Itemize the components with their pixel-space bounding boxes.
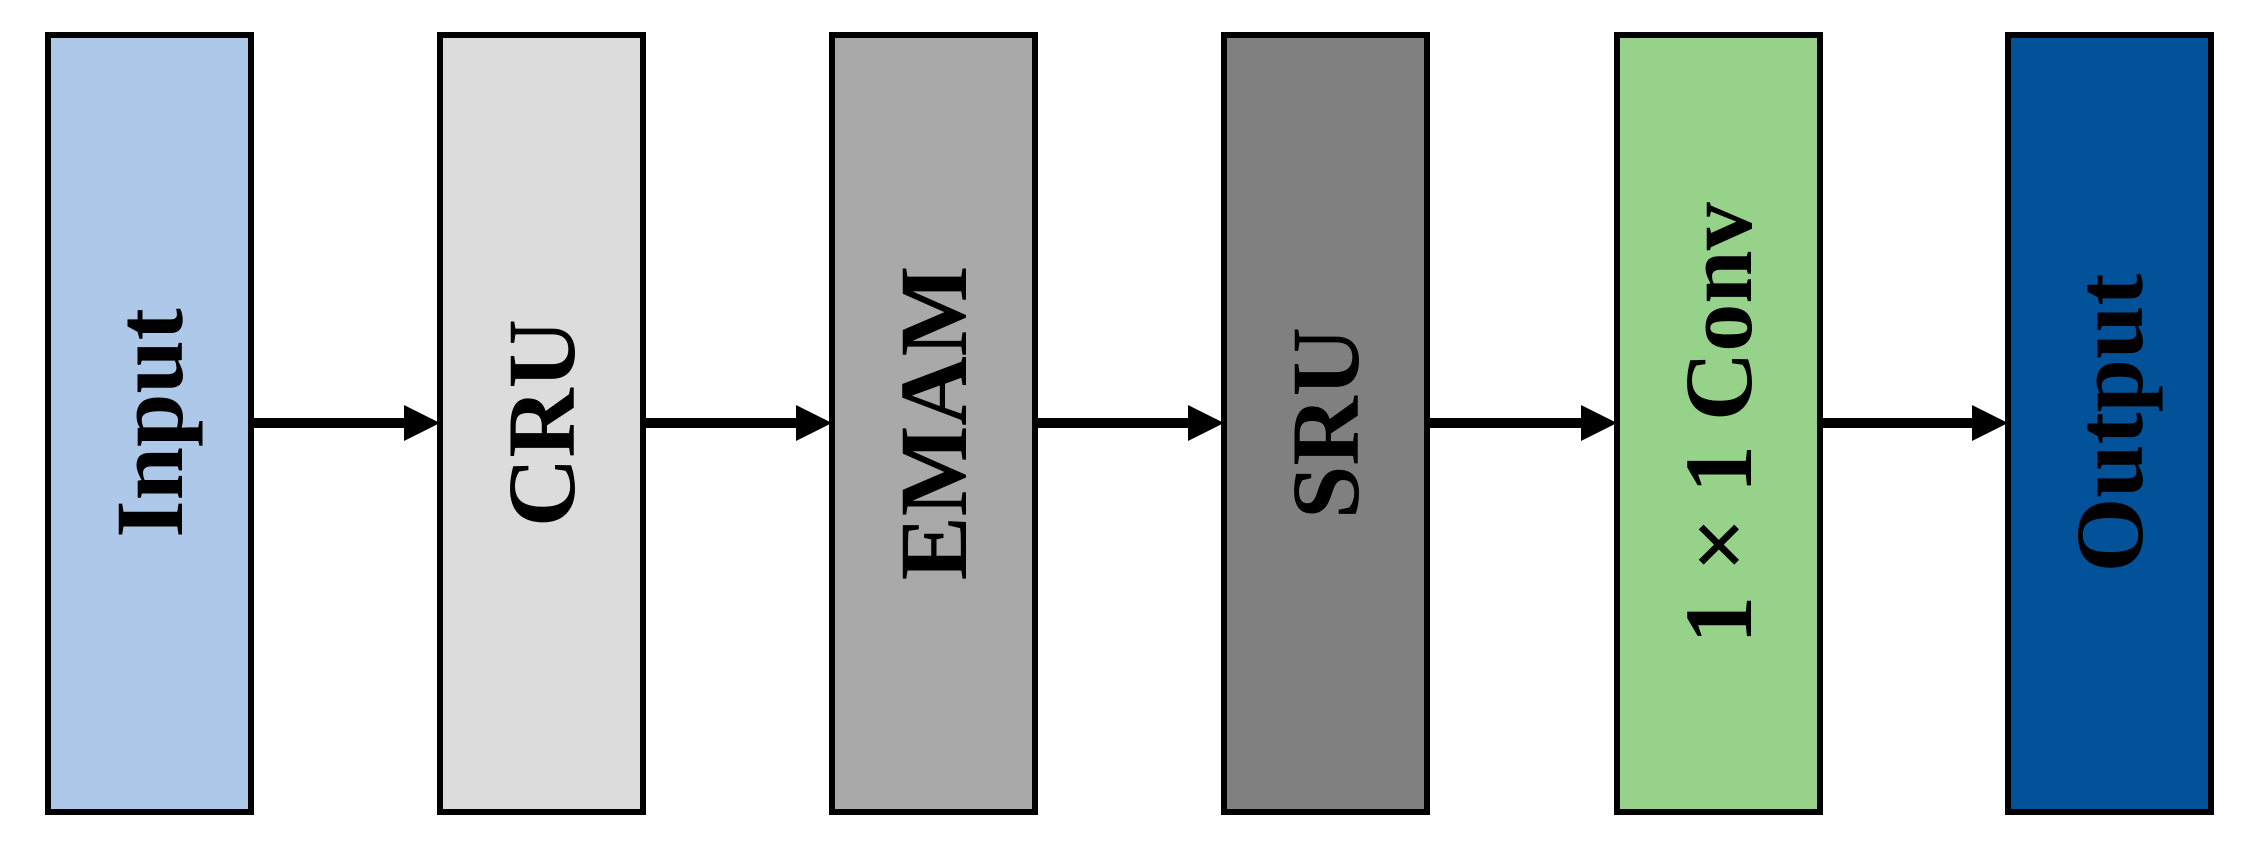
block-emam: EMAM: [829, 32, 1038, 815]
blocks-layer: Input CRU EMAM SRU 1 × 1 Conv Output: [45, 32, 2214, 815]
block-sru-box: [1221, 32, 1430, 815]
arrowhead: [404, 405, 440, 441]
block-cru: CRU: [437, 32, 646, 815]
arrow-emam-to-sru: [1035, 405, 1224, 441]
arrow-conv-1x1-to-output: [1820, 405, 2008, 441]
block-input: Input: [45, 32, 254, 815]
block-conv-1x1: 1 × 1 Conv: [1614, 32, 1823, 815]
block-conv-1x1-label: 1 × 1 Conv: [1665, 202, 1772, 643]
block-sru: SRU: [1221, 32, 1430, 815]
block-output-label: Output: [2056, 274, 2163, 573]
connectors-layer: [251, 405, 2008, 441]
arrowhead: [796, 405, 832, 441]
block-output-box: [2005, 32, 2214, 815]
block-cru-label: CRU: [488, 319, 595, 527]
arrow-sru-to-conv-1x1: [1427, 405, 1617, 441]
block-cru-box: [437, 32, 646, 815]
block-emam-label: EMAM: [880, 266, 987, 581]
arrowhead: [1972, 405, 2008, 441]
arrow-input-to-cru: [251, 405, 440, 441]
block-input-label: Input: [96, 308, 203, 538]
arrow-cru-to-emam: [643, 405, 832, 441]
block-output: Output: [2005, 32, 2214, 815]
block-conv-1x1-box: [1614, 32, 1823, 815]
block-sru-label: SRU: [1272, 327, 1379, 519]
arrowhead: [1581, 405, 1617, 441]
block-input-box: [45, 32, 254, 815]
arrowhead: [1188, 405, 1224, 441]
